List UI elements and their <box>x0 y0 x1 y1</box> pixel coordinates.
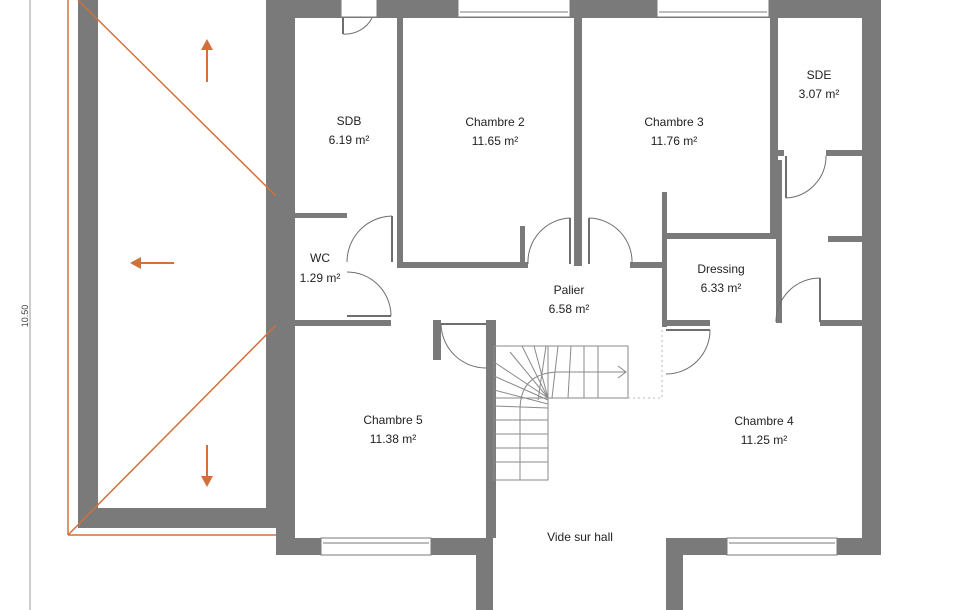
room-name: Vide sur hall <box>547 530 613 544</box>
room-chambre-3: Chambre 3 11.76 m² <box>644 115 704 148</box>
door-sdb <box>342 17 373 35</box>
room-area: 1.29 m² <box>300 271 341 285</box>
room-area: 6.19 m² <box>329 133 370 147</box>
door-chambre-3 <box>588 217 633 265</box>
room-name: Palier <box>554 283 585 297</box>
room-name: SDB <box>337 114 362 128</box>
room-wc: WC 1.29 m² <box>300 251 341 285</box>
staircase <box>493 345 629 481</box>
room-name: SDE <box>807 68 832 82</box>
room-chambre-4: Chambre 4 11.25 m² <box>734 414 794 447</box>
door-chambre-5 <box>440 323 487 369</box>
roof-arrow-down-head <box>201 476 213 487</box>
room-area: 11.65 m² <box>472 134 518 148</box>
door-wc <box>346 271 392 317</box>
roof-wall-left <box>78 0 98 528</box>
roof-arrow-left-head <box>130 257 141 269</box>
roof-hip-upper <box>77 0 277 197</box>
dimension-label: 10.50 <box>20 305 30 328</box>
windows <box>320 0 838 556</box>
room-dressing: Dressing 6.33 m² <box>697 262 744 295</box>
room-name: Chambre 2 <box>465 115 525 129</box>
dimension-line: 10.50 <box>20 0 31 610</box>
roof-area <box>67 0 277 536</box>
roof-hip-lower <box>67 324 277 536</box>
room-vide-sur-hall: Vide sur hall <box>547 530 613 544</box>
room-name: Chambre 4 <box>734 414 794 428</box>
door-dressing <box>775 277 821 323</box>
roof-wall-right <box>266 0 276 528</box>
door-chambre-4 <box>665 329 711 375</box>
window-sdb <box>340 0 378 18</box>
room-chambre-5: Chambre 5 11.38 m² <box>363 413 423 446</box>
room-area: 3.07 m² <box>799 87 840 101</box>
interior-walls <box>295 18 862 538</box>
window-chambre-3 <box>656 0 770 18</box>
room-sde: SDE 3.07 m² <box>799 68 840 101</box>
room-name: Dressing <box>697 262 744 276</box>
room-name: Chambre 3 <box>644 115 704 129</box>
room-labels: SDB 6.19 m² Chambre 2 11.65 m² Chambre 3… <box>300 68 840 544</box>
room-area: 6.33 m² <box>701 281 742 295</box>
room-area: 11.25 m² <box>741 433 787 447</box>
room-area: 11.76 m² <box>651 134 697 148</box>
door-chambre-2 <box>527 217 571 265</box>
window-chambre-5 <box>320 537 432 556</box>
room-area: 11.38 m² <box>370 432 416 446</box>
room-name: Chambre 5 <box>363 413 423 427</box>
roof-wall-bottom <box>78 508 276 528</box>
room-palier: Palier 6.58 m² <box>549 283 590 316</box>
room-name: WC <box>310 251 330 265</box>
room-area: 6.58 m² <box>549 302 590 316</box>
window-chambre-2 <box>457 0 571 18</box>
room-chambre-2: Chambre 2 11.65 m² <box>465 115 525 148</box>
window-chambre-4 <box>726 537 838 556</box>
roof-arrow-up-head <box>201 39 213 50</box>
room-sdb: SDB 6.19 m² <box>329 114 370 147</box>
door-sdb-corridor <box>346 215 393 263</box>
doors <box>342 17 827 375</box>
door-sde <box>785 155 827 199</box>
